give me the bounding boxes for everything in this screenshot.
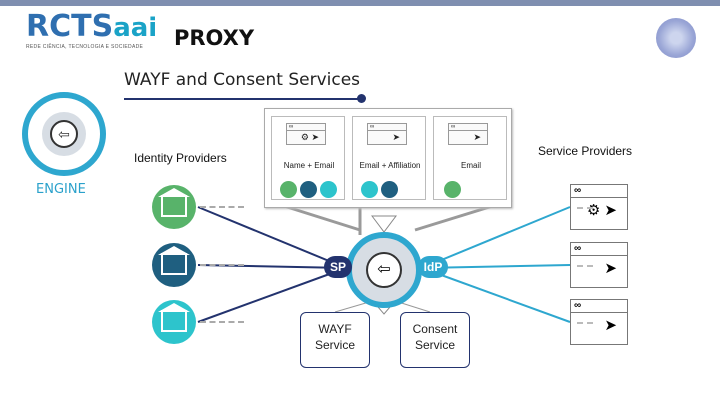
wayf-service-box: WAYF Service (300, 312, 370, 368)
panel-label: Name + Email (283, 161, 335, 170)
service-line2: Service (414, 338, 455, 352)
logo-suffix-text: aai (113, 13, 158, 43)
arrow-left-circle-icon: ⇦ (366, 252, 402, 288)
idp-badge: IdP (418, 256, 448, 278)
service-line1: Consent (412, 322, 458, 336)
infinity-icon: ∞ (571, 243, 627, 256)
browser-window-icon: ∞⚙ ➤ (286, 123, 326, 145)
gear-cursor-icon: ⚙ ➤ (586, 202, 617, 219)
service-provider-3: ∞ ➤ (570, 299, 628, 345)
building-icon (158, 246, 190, 255)
infinity-icon: ∞ (571, 300, 627, 313)
panel-label: Email (460, 161, 481, 170)
proxy-label: PROXY (174, 26, 255, 50)
logo-subtitle: REDE CIÊNCIA, TECNOLOGIA E SOCIEDADE (26, 44, 144, 50)
service-provider-1: ∞ ⚙ ➤ (570, 184, 628, 230)
cursor-icon: ➤ (604, 260, 617, 277)
service-line1: WAYF (318, 322, 352, 336)
panel-label: Email + Affiliation (359, 161, 421, 170)
service-provider-2: ∞ ➤ (570, 242, 628, 288)
building-icon (158, 188, 190, 197)
idp-green (152, 185, 196, 229)
connector-sp-3 (421, 267, 571, 323)
building-icon (158, 303, 190, 312)
dash-line (200, 206, 244, 208)
title-underline-dot (357, 94, 366, 103)
arrow-down-top (371, 215, 397, 233)
chip-teal (381, 181, 398, 198)
engine-label: ENGINE (36, 182, 86, 197)
browser-window-icon: ∞➤ (448, 123, 488, 145)
proxy-hub: ⇦ (346, 232, 422, 308)
browser-window-icon: ∞➤ (367, 123, 407, 145)
idp-teal (152, 243, 196, 287)
connector-idp-green (197, 206, 347, 269)
chip-aqua (361, 181, 378, 198)
identity-providers-label: Identity Providers (134, 151, 227, 165)
logo-main-text: RCTS (26, 9, 114, 44)
chip-green (280, 181, 297, 198)
top-bar (0, 0, 720, 6)
service-line2: Service (314, 338, 355, 352)
chip-green (444, 181, 461, 198)
rcts-logo: RCTSaai REDE CIÊNCIA, TECNOLOGIA E SOCIE… (26, 9, 158, 51)
connector-sp-1 (421, 206, 571, 269)
page-title: WAYF and Consent Services (124, 70, 361, 90)
sp-badge: SP (324, 256, 352, 278)
idp-aqua (152, 300, 196, 344)
consent-panel-name-email: ∞⚙ ➤ Name + Email (271, 116, 345, 200)
consent-panel-email-affiliation: ∞➤ Email + Affiliation (352, 116, 426, 200)
consent-panel-email: ∞➤ Email (433, 116, 507, 200)
dash-line (200, 264, 244, 266)
arrow-left-circle-icon: ⇦ (50, 120, 78, 148)
cursor-icon: ➤ (604, 317, 617, 334)
dash-line (200, 321, 244, 323)
service-providers-label: Service Providers (538, 144, 633, 158)
engine-node: ⇦ (22, 92, 106, 176)
engine-inner: ⇦ (42, 112, 86, 156)
title-underline (124, 98, 362, 100)
consent-service-box: Consent Service (400, 312, 470, 368)
chip-teal (300, 181, 317, 198)
seal-logo (656, 18, 696, 58)
connector-idp-aqua (197, 267, 347, 323)
infinity-icon: ∞ (571, 185, 627, 198)
chip-aqua (320, 181, 337, 198)
